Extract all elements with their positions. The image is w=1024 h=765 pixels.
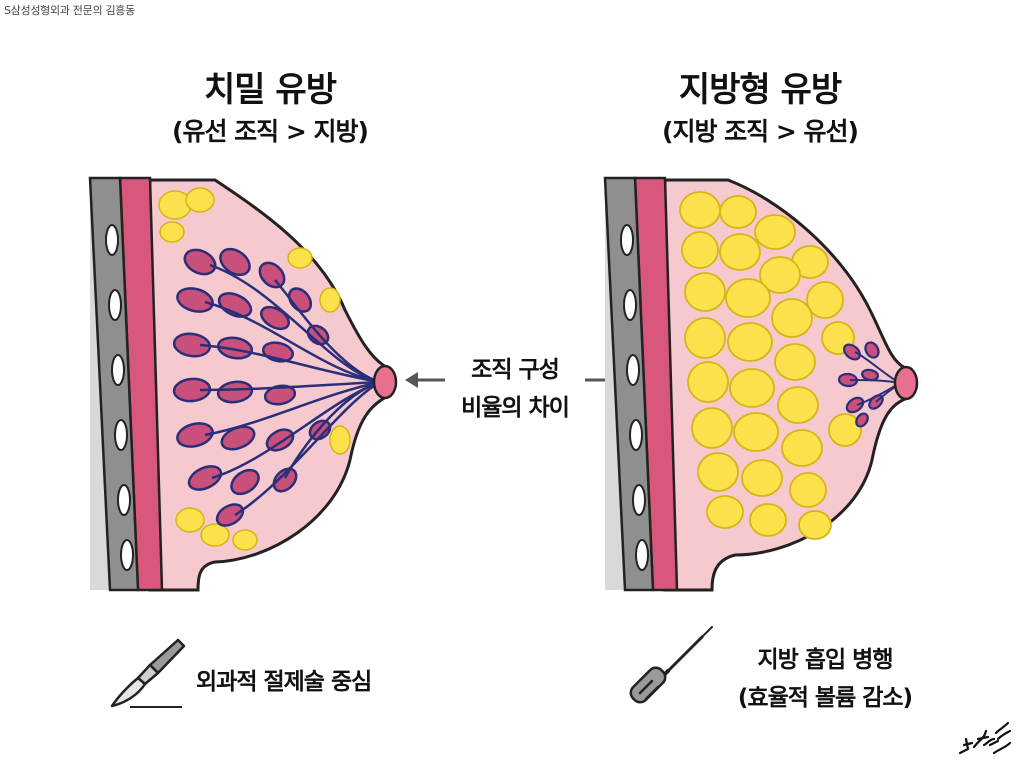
dense-breast-illustration	[90, 178, 396, 590]
right-caption-line2: (효율적 볼륨 감소)	[705, 678, 945, 712]
nipple	[895, 367, 917, 399]
liposuction-cannula-icon	[627, 627, 712, 706]
left-caption: 외과적 절제술 중심	[196, 662, 426, 696]
nipple	[374, 366, 396, 398]
center-label-line1: 조직 구성	[430, 350, 600, 384]
center-label-line2: 비율의 차이	[430, 388, 600, 422]
scalpel-icon	[112, 640, 184, 707]
signature-icon	[954, 709, 1014, 761]
fatty-breast-illustration	[605, 178, 917, 590]
right-caption-line1: 지방 흡입 병행	[705, 640, 945, 674]
